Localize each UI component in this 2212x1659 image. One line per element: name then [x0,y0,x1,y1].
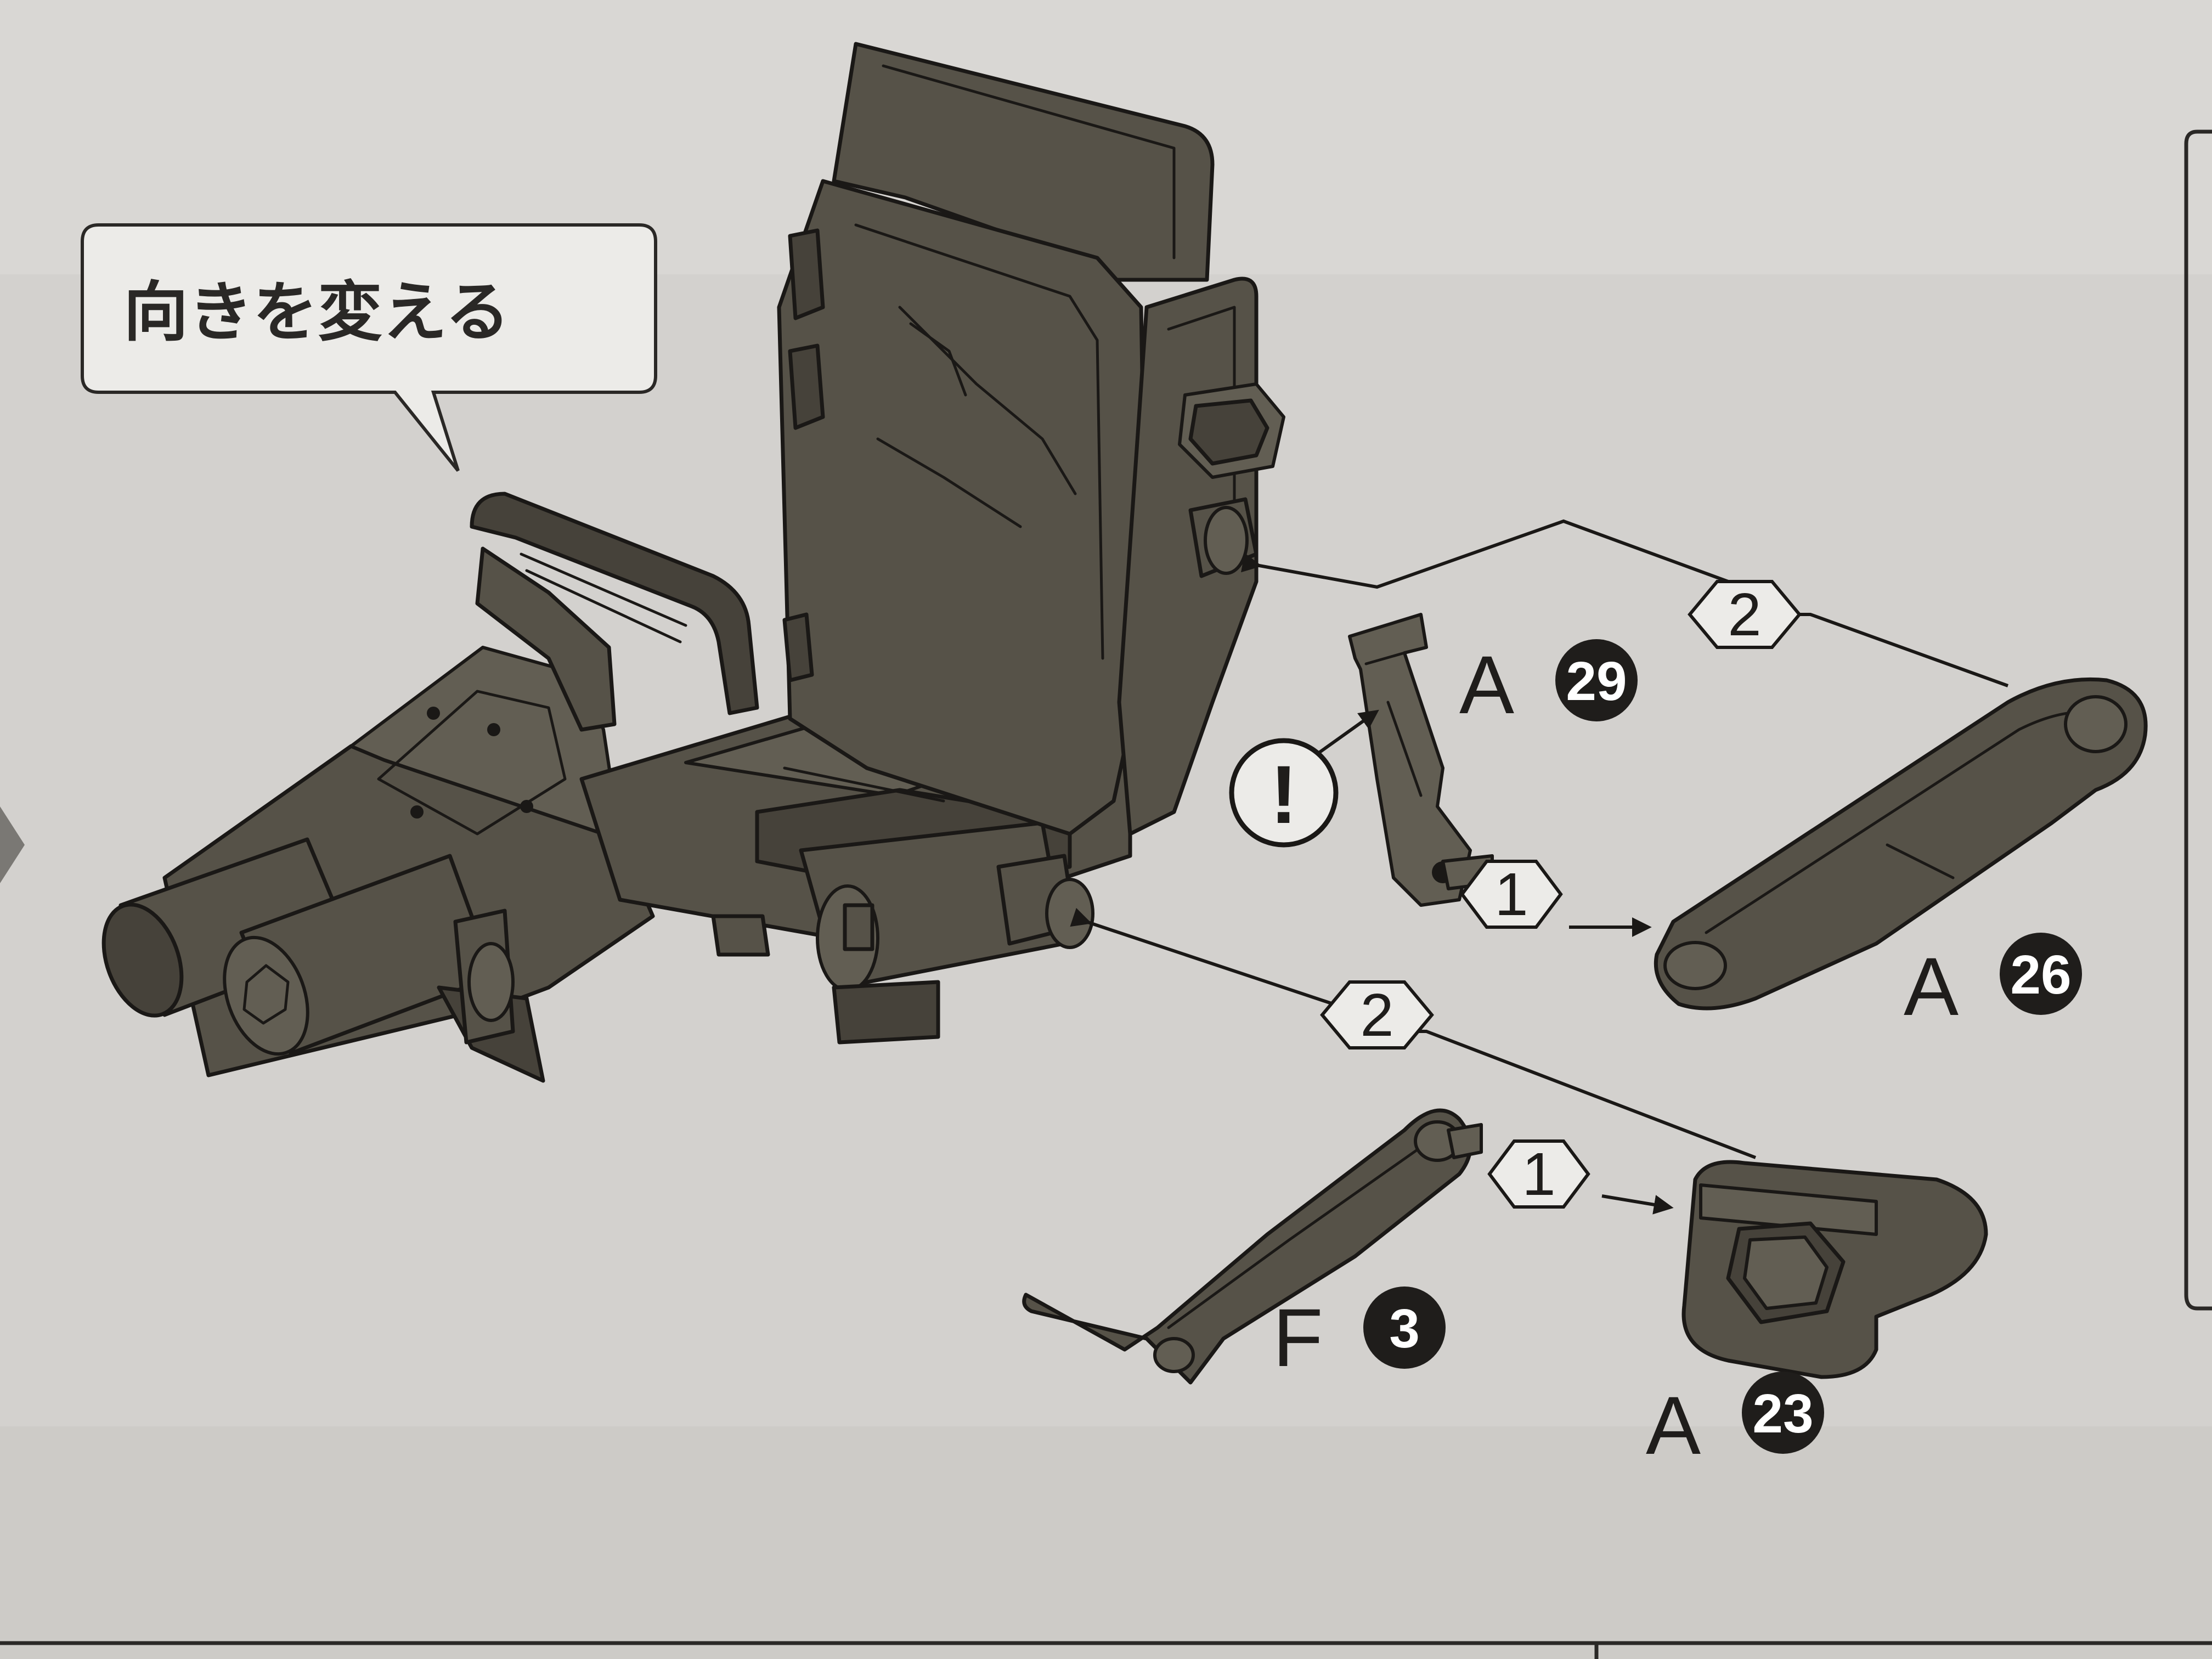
part-a26 [1654,677,2148,1011]
callout-text: 向きを変える [123,274,510,350]
label-a29: A 29 [1459,639,1638,731]
caution-leader [1316,709,1379,756]
part-f3 [1022,1108,1483,1385]
svg-text:1: 1 [1494,861,1528,928]
front-cylinder [101,837,545,1083]
svg-text:26: 26 [2010,944,2071,1006]
step-2-lower: 2 [1320,980,1434,1049]
svg-text:29: 29 [1566,651,1627,712]
svg-text:F: F [1273,1291,1323,1384]
handlebar [470,492,759,732]
svg-text:A: A [1646,1379,1701,1471]
callout-bubble: 向きを変える [81,223,657,472]
page-edge-marker [0,806,25,883]
svg-text:A: A [1904,940,1959,1032]
seat-side-frame [1117,276,1285,836]
part-a23 [1681,1160,1988,1379]
step-2-upper: 2 [1688,580,1802,649]
svg-text:!: ! [1270,748,1297,840]
label-a26: A 26 [1904,933,2082,1032]
seat-body [579,695,1132,1045]
seat-back [777,42,1215,836]
svg-text:2: 2 [1728,581,1761,648]
svg-text:3: 3 [1389,1298,1420,1359]
seat-assembly [101,42,1285,1083]
step-1-upper: 1 [1460,860,1563,929]
label-a23: A 23 [1646,1372,1824,1471]
svg-text:23: 23 [1752,1383,1813,1444]
svg-text:A: A [1459,639,1514,731]
part-a29 [1348,613,1494,907]
svg-text:1: 1 [1522,1141,1555,1208]
step-1-lower: 1 [1487,1139,1590,1209]
seat-side-peg [996,854,1094,949]
caution-mark: ! [1229,738,1339,848]
svg-text:2: 2 [1360,981,1393,1049]
label-f3: F 3 [1273,1286,1446,1384]
next-panel-frame [2184,129,2212,1311]
